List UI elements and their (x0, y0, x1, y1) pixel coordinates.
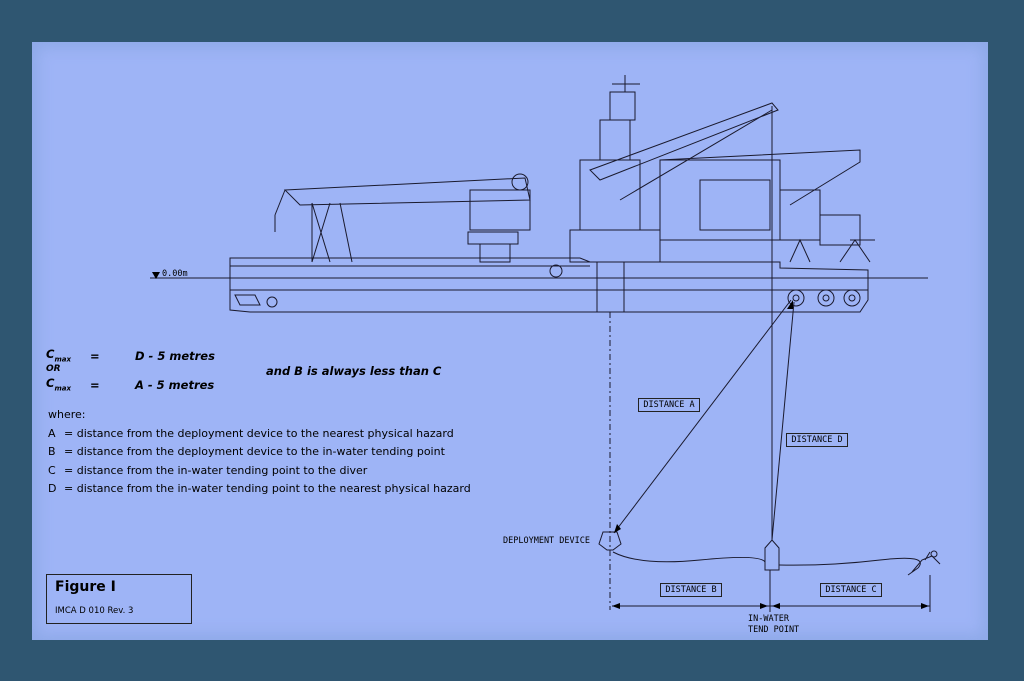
aft-crane (283, 177, 531, 206)
deployment-device-shape (598, 531, 622, 551)
distance-a-label: DISTANCE A (638, 398, 700, 412)
tend-point-label: TEND POINT (748, 625, 800, 635)
where-label: where: (48, 408, 86, 421)
distance-b-label: DISTANCE B (660, 583, 722, 597)
distance-d-label: DISTANCE D (786, 433, 848, 447)
definition-c: C = distance from the in-water tending po… (48, 462, 471, 481)
definition-key: B (48, 445, 56, 458)
formula-2-left: C (46, 376, 55, 390)
in-water-label: IN-WATER (748, 614, 789, 624)
umbilical (612, 551, 921, 569)
distance-c-label: DISTANCE C (820, 583, 882, 597)
superstructure (569, 229, 661, 263)
definition-a: A = distance from the deployment device t… (48, 425, 471, 444)
definition-key: D (48, 482, 57, 495)
formula-2-eq: = (90, 378, 100, 392)
hull (229, 257, 869, 313)
definition-text: = distance from the in-water tending poi… (64, 463, 368, 477)
diver-shape (907, 551, 941, 576)
distance-d-line (771, 301, 795, 541)
figure-subtitle: IMCA D 010 Rev. 3 (55, 606, 134, 616)
definition-text: = distance from the deployment device to… (64, 445, 445, 458)
formula-or: OR (46, 364, 61, 374)
deployment-device-label: DEPLOYMENT DEVICE (503, 536, 590, 546)
formula-1-left: C (46, 347, 55, 361)
formula-1-right: D - 5 metres (135, 349, 215, 363)
formula-note: and B is always less than C (266, 364, 442, 378)
formula-line-2: Cmax (46, 376, 71, 392)
clump-weight (764, 539, 780, 571)
definitions: where: A = distance from the deployment d… (48, 406, 471, 499)
waterline-marker (152, 272, 160, 279)
definition-d: D = distance from the in-water tending po… (48, 480, 471, 499)
formula-1-sub: max (54, 355, 71, 364)
figure-panel (32, 42, 988, 640)
definition-text: = distance from the deployment device to… (64, 426, 454, 440)
distance-a-line (613, 299, 792, 534)
waterline-label: 0.00m (162, 269, 188, 279)
definition-text: = distance from the in-water tending poi… (64, 482, 471, 495)
formula-line-1: Cmax (46, 347, 71, 363)
definition-key: C (48, 463, 56, 477)
formula-2-sub: max (54, 384, 71, 393)
definition-b: B = distance from the deployment device t… (48, 443, 471, 462)
definition-key: A (48, 426, 56, 440)
main-crane (589, 102, 779, 181)
figure-caption-box: Figure I IMCA D 010 Rev. 3 (46, 574, 192, 624)
formula-1-eq: = (90, 349, 100, 363)
figure-title: Figure I (55, 579, 116, 595)
formula-2-right: A - 5 metres (135, 378, 215, 392)
